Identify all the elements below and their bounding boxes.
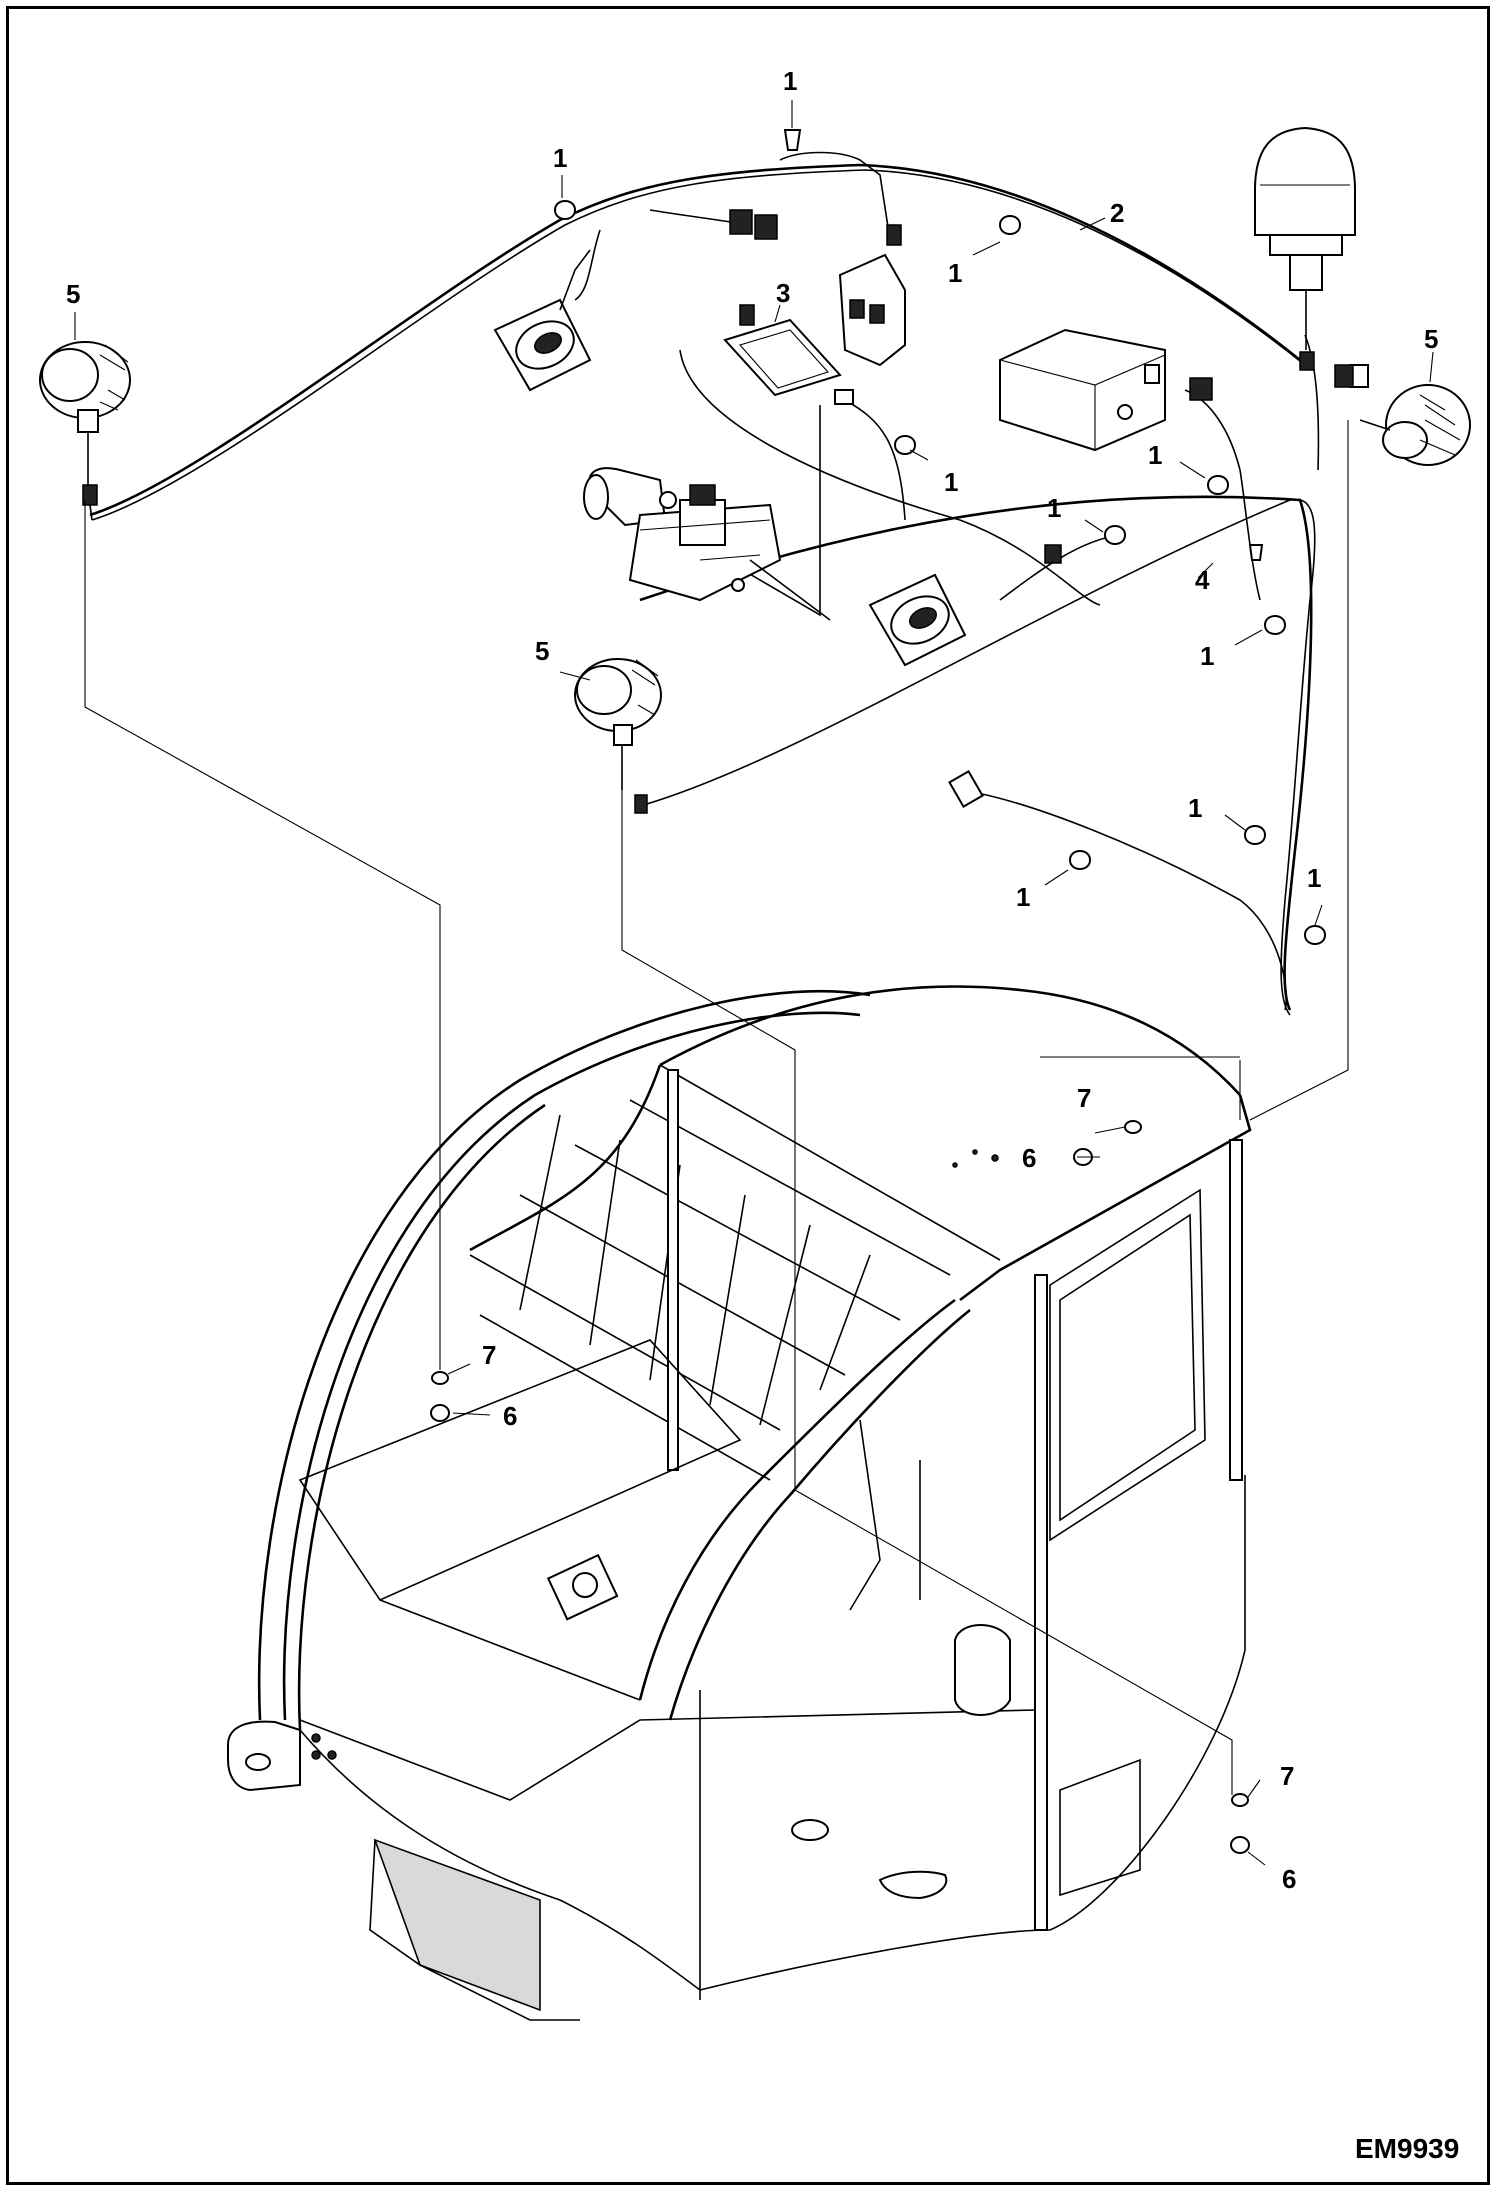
figure-code: EM9939 — [1355, 2133, 1459, 2164]
callout-item-2: 2 — [1110, 198, 1124, 228]
callout-item-7: 7 — [1077, 1083, 1091, 1113]
callout-item-5: 5 — [1424, 324, 1438, 354]
callout-item-4: 4 — [1195, 565, 1210, 595]
callout-item-6: 6 — [1282, 1864, 1296, 1894]
callout-item-1: 1 — [944, 467, 958, 497]
callout-item-1: 1 — [1148, 440, 1162, 470]
nuts-and-washers — [430, 1120, 1250, 1854]
callout-item-1: 1 — [1047, 493, 1061, 523]
callout-item-5: 5 — [66, 279, 80, 309]
callout-item-1: 1 — [783, 66, 797, 96]
callout-item-6: 6 — [1022, 1143, 1036, 1173]
callout-item-1: 1 — [1200, 641, 1214, 671]
cab-frame — [227, 985, 1252, 2021]
figure-border — [6, 6, 1490, 2185]
work-light-left — [39, 341, 131, 521]
harness-connectors — [729, 209, 1354, 808]
callout-item-5: 5 — [535, 636, 549, 666]
beacon-light — [1254, 126, 1356, 371]
speaker-left — [493, 249, 592, 392]
callout-item-1: 1 — [948, 258, 962, 288]
callout-item-1: 1 — [1016, 882, 1030, 912]
callout-labels: 1 1 1 2 3 1 1 1 4 1 1 1 1 5 5 5 7 6 7 6 … — [66, 66, 1438, 1894]
work-light-right — [1349, 364, 1471, 466]
work-light-center — [574, 658, 662, 814]
switch-panel — [838, 224, 906, 367]
wiper-motor — [583, 467, 831, 621]
callout-item-3: 3 — [776, 278, 790, 308]
callout-item-1: 1 — [1188, 793, 1202, 823]
callout-item-6: 6 — [503, 1401, 517, 1431]
speaker-right — [868, 573, 967, 667]
callout-item-1: 1 — [553, 143, 567, 173]
cable-ties — [553, 129, 1327, 945]
callout-leaders — [74, 100, 1434, 1866]
mounting-leader-lines — [84, 420, 1349, 1795]
callout-item-7: 7 — [482, 1340, 496, 1370]
callout-item-1: 1 — [1307, 863, 1321, 893]
callout-item-7: 7 — [1280, 1761, 1294, 1791]
radio-unit — [999, 328, 1166, 452]
